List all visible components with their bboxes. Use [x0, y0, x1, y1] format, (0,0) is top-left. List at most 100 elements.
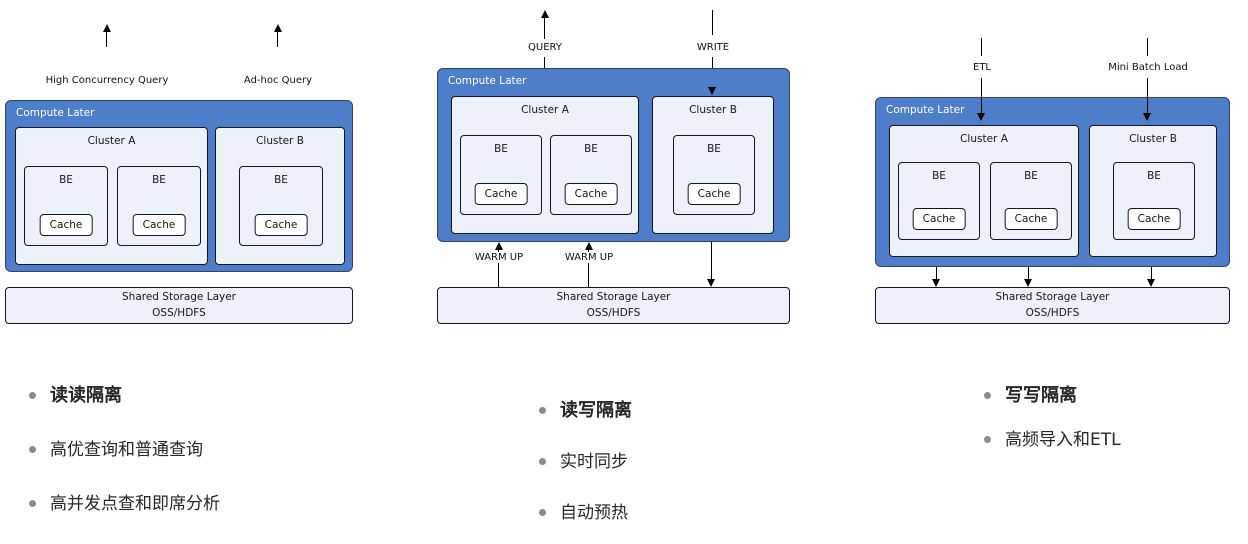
storage-subtitle: OSS/HDFS — [1025, 306, 1080, 319]
cluster-label: Cluster B — [256, 135, 304, 147]
be-label: BE — [494, 143, 508, 155]
compute-layer-label: Compute Later — [448, 75, 527, 87]
be-label: BE — [932, 170, 946, 182]
be-label: BE — [584, 143, 598, 155]
arrow-shaft — [1028, 267, 1029, 280]
flow-label-query: QUERY — [528, 42, 562, 53]
be-label: BE — [1024, 170, 1038, 182]
be-node: BE Cache — [117, 166, 201, 246]
flow-label-adhoc-query: Ad-hoc Query — [243, 75, 313, 86]
up-arrow-icon — [541, 10, 549, 18]
down-arrow-icon — [1143, 113, 1151, 121]
compute-layer-box: Compute Later Cluster A BE Cache BE Cach… — [875, 97, 1230, 267]
bullet-item: 高并发点查和即席分析 — [27, 492, 220, 516]
be-node: BE Cache — [673, 135, 755, 215]
arrow-shaft — [106, 32, 107, 47]
flow-label-warm-up: WARM UP — [561, 252, 617, 263]
cluster-a-box: Cluster A BE Cache BE Cache — [889, 125, 1079, 257]
cluster-b-box: Cluster B BE Cache — [652, 96, 774, 234]
cluster-a-box: Cluster A BE Cache BE Cache — [15, 127, 208, 265]
arrow-shaft — [277, 32, 278, 47]
arrow-shaft — [498, 250, 499, 287]
shared-storage-layer-box: Shared Storage Layer OSS/HDFS — [437, 287, 790, 324]
compute-layer-label: Compute Later — [16, 107, 95, 119]
arrow-shaft — [1147, 78, 1148, 114]
be-label: BE — [274, 174, 288, 186]
arrow-shaft — [544, 57, 545, 68]
cluster-label: Cluster B — [1129, 133, 1177, 145]
down-arrow-icon — [707, 279, 715, 287]
cache-box: Cache — [132, 214, 186, 236]
be-node: BE Cache — [1113, 162, 1195, 240]
flow-label-write: WRITE — [696, 42, 730, 53]
arrow-shaft — [936, 267, 937, 280]
bullet-list-write-write: 写写隔离 高频导入和ETL — [982, 384, 1121, 472]
be-node: BE Cache — [24, 166, 108, 246]
flow-label-high-concurrency-query: High Concurrency Query — [45, 75, 169, 86]
down-arrow-icon — [932, 279, 940, 287]
down-arrow-icon — [1147, 279, 1155, 287]
be-node: BE Cache — [990, 162, 1072, 240]
shared-storage-layer-box: Shared Storage Layer OSS/HDFS — [875, 287, 1230, 324]
cache-box: Cache — [1127, 208, 1181, 230]
arrow-shaft — [544, 18, 545, 39]
compute-layer-label: Compute Later — [886, 104, 965, 116]
down-arrow-icon — [708, 87, 716, 95]
cache-box: Cache — [474, 183, 528, 205]
up-arrow-icon — [585, 242, 593, 250]
up-arrow-icon — [274, 24, 282, 32]
bullet-item: 读写隔离 — [537, 399, 632, 423]
be-node: BE Cache — [550, 135, 632, 215]
up-arrow-icon — [495, 242, 503, 250]
cache-box: Cache — [1004, 208, 1058, 230]
storage-title: Shared Storage Layer — [122, 291, 236, 304]
cache-box: Cache — [564, 183, 618, 205]
arrow-shaft — [588, 250, 589, 287]
be-node: BE Cache — [898, 162, 980, 240]
be-node: BE Cache — [239, 166, 323, 246]
bullet-item: 读读隔离 — [27, 384, 220, 408]
flow-label-warm-up: WARM UP — [471, 252, 527, 263]
cache-box: Cache — [254, 214, 308, 236]
bullet-item: 高频导入和ETL — [982, 428, 1121, 452]
arrow-shaft — [712, 10, 713, 35]
bullet-list-read-read: 读读隔离 高优查询和普通查询 高并发点查和即席分析 — [27, 384, 220, 544]
cluster-label: Cluster B — [689, 104, 737, 116]
arrow-shaft — [711, 242, 712, 280]
cluster-b-box: Cluster B BE Cache — [1089, 125, 1217, 257]
arrow-shaft — [981, 38, 982, 56]
bullet-item: 写写隔离 — [982, 384, 1121, 408]
cluster-label: Cluster A — [521, 104, 569, 116]
cluster-b-box: Cluster B BE Cache — [215, 127, 345, 265]
storage-title: Shared Storage Layer — [556, 291, 671, 304]
flow-label-mini-batch-load: Mini Batch Load — [1108, 62, 1188, 73]
be-node: BE Cache — [460, 135, 542, 215]
cluster-label: Cluster A — [960, 133, 1008, 145]
be-label: BE — [707, 143, 721, 155]
bullet-item: 自动预热 — [537, 501, 632, 525]
bullet-item: 高优查询和普通查询 — [27, 438, 220, 462]
be-label: BE — [152, 174, 166, 186]
cluster-a-box: Cluster A BE Cache BE Cache — [451, 96, 639, 234]
shared-storage-layer-box: Shared Storage Layer OSS/HDFS — [5, 287, 353, 324]
bullet-list-read-write: 读写隔离 实时同步 自动预热 — [537, 399, 632, 544]
cluster-label: Cluster A — [87, 135, 136, 147]
be-label: BE — [1147, 170, 1161, 182]
storage-subtitle: OSS/HDFS — [152, 306, 206, 319]
cache-box: Cache — [39, 214, 93, 236]
storage-subtitle: OSS/HDFS — [586, 306, 641, 319]
compute-layer-box: Compute Later Cluster A BE Cache BE Cach… — [437, 68, 790, 242]
flow-label-etl: ETL — [973, 62, 991, 73]
up-arrow-icon — [103, 24, 111, 32]
arrow-shaft — [981, 78, 982, 114]
arrow-shaft — [1147, 38, 1148, 56]
be-label: BE — [59, 174, 73, 186]
down-arrow-icon — [977, 113, 985, 121]
down-arrow-icon — [1024, 279, 1032, 287]
storage-title: Shared Storage Layer — [995, 291, 1110, 304]
compute-layer-box: Compute Later Cluster A BE Cache BE Cach… — [5, 100, 353, 272]
cache-box: Cache — [912, 208, 966, 230]
arrow-shaft — [1151, 267, 1152, 280]
bullet-item: 实时同步 — [537, 450, 632, 474]
